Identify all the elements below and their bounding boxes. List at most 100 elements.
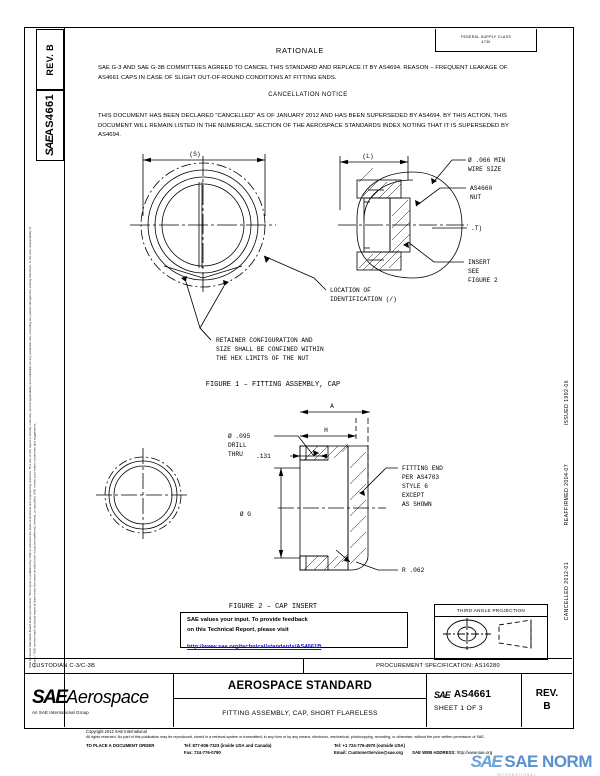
- feedback-link[interactable]: http://www.sae.org/technical/standards/A…: [187, 644, 322, 651]
- fig1-insert-note-l3: FIGURE 2: [468, 277, 498, 284]
- fig1-retainer-note-l3: THE HEX LIMITS OF THE NUT: [216, 355, 309, 362]
- figure1-caption: FIGURE 1 – FITTING ASSEMBLY, CAP: [206, 381, 340, 389]
- sae-mini-logo: SAE: [44, 136, 56, 156]
- contact-col-1: Tel: 877-606-7323 (inside USA and Canada…: [184, 743, 334, 757]
- fig2-dimensions: [274, 409, 398, 571]
- contact-col-2: Tel: +1 724-776-4970 (outside USA) Email…: [334, 743, 516, 757]
- standard-index-label: SAEAS4661: [44, 94, 56, 156]
- fig2-fitting-l3: STYLE 6: [402, 483, 428, 490]
- fig2-fitting-l1: FITTING END: [402, 465, 443, 472]
- standard-description: FITTING ASSEMBLY, CAP, SHORT FLARELESS: [222, 709, 378, 717]
- cancellation-notice-heading: CANCELLATION NOTICE: [268, 92, 348, 98]
- email-row: Email: CustomerService@sae.org SAE WEB A…: [334, 750, 516, 757]
- email-address[interactable]: Email: CustomerService@sae.org: [334, 749, 403, 755]
- fig1-wire-note-l1: Ø .066 MIN: [468, 157, 505, 164]
- revision-status-strip: ISSUED 1992-06 REAFFIRMED 2004-07 CANCEL…: [562, 380, 576, 630]
- fig1-dim-s-label: (S): [189, 151, 200, 158]
- fig1-insert-note-l1: INSERT: [468, 259, 491, 266]
- fig1-leaders: [185, 159, 467, 341]
- fig1-location-note-l2: IDENTIFICATION (/): [330, 296, 397, 303]
- fig2-drill-l2: DRILL: [228, 442, 247, 449]
- fsc-value: 4730: [481, 40, 491, 44]
- sae-norm-watermark: SAE SAE NORM INTERNATIONAL: [470, 752, 593, 776]
- fig1-wire-note-l2: WIRE SIZE: [468, 166, 502, 173]
- custodian-row: CUSTODIAN C-3/C-3B PROCUREMENT SPECIFICA…: [24, 658, 572, 674]
- watermark-sae-glyph: SAE: [470, 752, 503, 771]
- fig1-nut-note-l2: NUT: [470, 194, 481, 201]
- rationale-heading: RATIONALE: [275, 46, 325, 55]
- fig1-arrowheads: [181, 178, 437, 286]
- fig1-nut-note-l1: AS4660: [470, 185, 493, 192]
- fig2-dim-a-label: A: [330, 403, 334, 410]
- drawing-svg: (S) (L) Ø .066 MIN WIRE SIZE AS4660 NUT …: [96, 151, 505, 611]
- fig2-fitting-l4: EXCEPT: [402, 492, 425, 499]
- sheet-number: SHEET 1 OF 3: [434, 705, 483, 712]
- fax-number: Fax: 724-776-0790: [184, 749, 221, 755]
- number-sae-logo: SAE: [434, 689, 451, 700]
- revision-value: B: [543, 700, 551, 712]
- third-angle-projection-label: THIRD ANGLE PROJECTION: [456, 608, 526, 613]
- fig1-section-hatching: [358, 167, 411, 271]
- logo-subtitle: An SAE International Group: [32, 709, 89, 715]
- feedback-line-1: SAE values your input. To provide feedba…: [187, 617, 308, 623]
- watermark-subtitle: INTERNATIONAL: [496, 773, 537, 776]
- issued-date-label: ISSUED 1992-06: [564, 380, 570, 426]
- legal-disclaimer: SAE Technical Standards Board Rules prov…: [28, 222, 44, 668]
- title-block-revision: REV. B: [522, 674, 572, 727]
- revision-label: REV.: [535, 688, 559, 699]
- fig2-arrowheads: [313, 450, 365, 562]
- logo-aerospace-text: Aerospace: [66, 686, 149, 707]
- web-address-label: SAE WEB ADDRESS:: [412, 749, 456, 755]
- standard-number: AS4661: [453, 689, 492, 700]
- fig2-dim-131-label: .131: [256, 453, 271, 460]
- order-label: TO PLACE A DOCUMENT ORDER: [86, 742, 155, 748]
- rationale-body: SAE G-3 AND SAE G-3B COMMITTEES AGREED T…: [98, 65, 508, 81]
- title-block-center: AEROSPACE STANDARD FITTING ASSEMBLY, CAP…: [174, 674, 427, 727]
- fig2-dim-g-label: Ø G: [240, 511, 251, 518]
- rev-index-box: REV. B: [36, 29, 64, 91]
- rights-line: All rights reserved. No part of this pub…: [86, 735, 485, 740]
- fig2-annotations: A H .131 Ø .095 DRILL THRU Ø G FITTING E…: [228, 403, 443, 574]
- sheet-inner-border: [64, 27, 573, 727]
- title-block-number: SAE AS4661 SHEET 1 OF 3: [427, 674, 522, 727]
- fig1-dim-l: [339, 156, 409, 210]
- fig2-dim-h-label: H: [324, 427, 328, 434]
- tel-usa: Tel: 877-606-7323 (inside USA and Canada…: [184, 742, 272, 748]
- sheet-border: [24, 27, 574, 729]
- logo-sae-text: SAE: [32, 686, 68, 708]
- fig1-location-note-l1: LOCATION OF: [330, 287, 371, 294]
- fig1-insert-note-l2: SEE: [468, 268, 479, 275]
- legal-disclaimer-text: SAE Technical Standards Board Rules prov…: [28, 227, 37, 668]
- watermark-norm-text: SAE NORM: [504, 752, 592, 771]
- standard-type-label: AEROSPACE STANDARD: [174, 674, 426, 699]
- fig1-end-view: [130, 156, 276, 294]
- figure2-caption: FIGURE 2 – CAP INSERT: [229, 603, 317, 611]
- copyright-line: Copyright 2012 SAE International: [86, 729, 147, 734]
- fig1-t-note: .T): [471, 225, 482, 232]
- fig2-section-view: [278, 418, 386, 571]
- fig1-annotations: (S) (L) Ø .066 MIN WIRE SIZE AS4660 NUT …: [189, 151, 505, 362]
- sae-aerospace-logo: SAE Aerospace An SAE International Group: [24, 674, 174, 727]
- engineering-drawing-area: (S) (L) Ø .066 MIN WIRE SIZE AS4660 NUT …: [68, 150, 546, 625]
- title-block: SAE Aerospace An SAE International Group…: [24, 674, 572, 727]
- fig2-end-view: [96, 448, 190, 542]
- tel-outside-usa: Tel: +1 724-776-4970 (outside USA): [334, 742, 405, 748]
- fsc-label: FEDERAL SUPPLY CLASS: [460, 34, 512, 39]
- page-footer: Copyright 2012 SAE International All rig…: [86, 729, 516, 756]
- third-angle-divider: [435, 616, 547, 617]
- fig1-dim-l-label: (L): [362, 153, 373, 160]
- cancelled-date-label: CANCELLED 2012-01: [564, 562, 570, 621]
- feedback-box[interactable]: SAE values your input. To provide feedba…: [180, 612, 408, 651]
- fig2-drill-l3: THRU: [228, 451, 243, 458]
- contact-table: TO PLACE A DOCUMENT ORDER Tel: 877-606-7…: [86, 743, 516, 757]
- fig2-section-hatching: [303, 443, 367, 571]
- fig2-fitting-l5: AS SHOWN: [402, 501, 432, 508]
- fig2-drill-l1: Ø .095: [228, 433, 251, 440]
- fig1-dim-s: [142, 154, 266, 216]
- web-address-url[interactable]: http://www.sae.org: [456, 749, 493, 755]
- federal-supply-class-box: FEDERAL SUPPLY CLASS 4730: [435, 29, 537, 52]
- third-angle-projection-box: THIRD ANGLE PROJECTION: [434, 604, 548, 660]
- standard-index-id: AS4661: [44, 94, 56, 137]
